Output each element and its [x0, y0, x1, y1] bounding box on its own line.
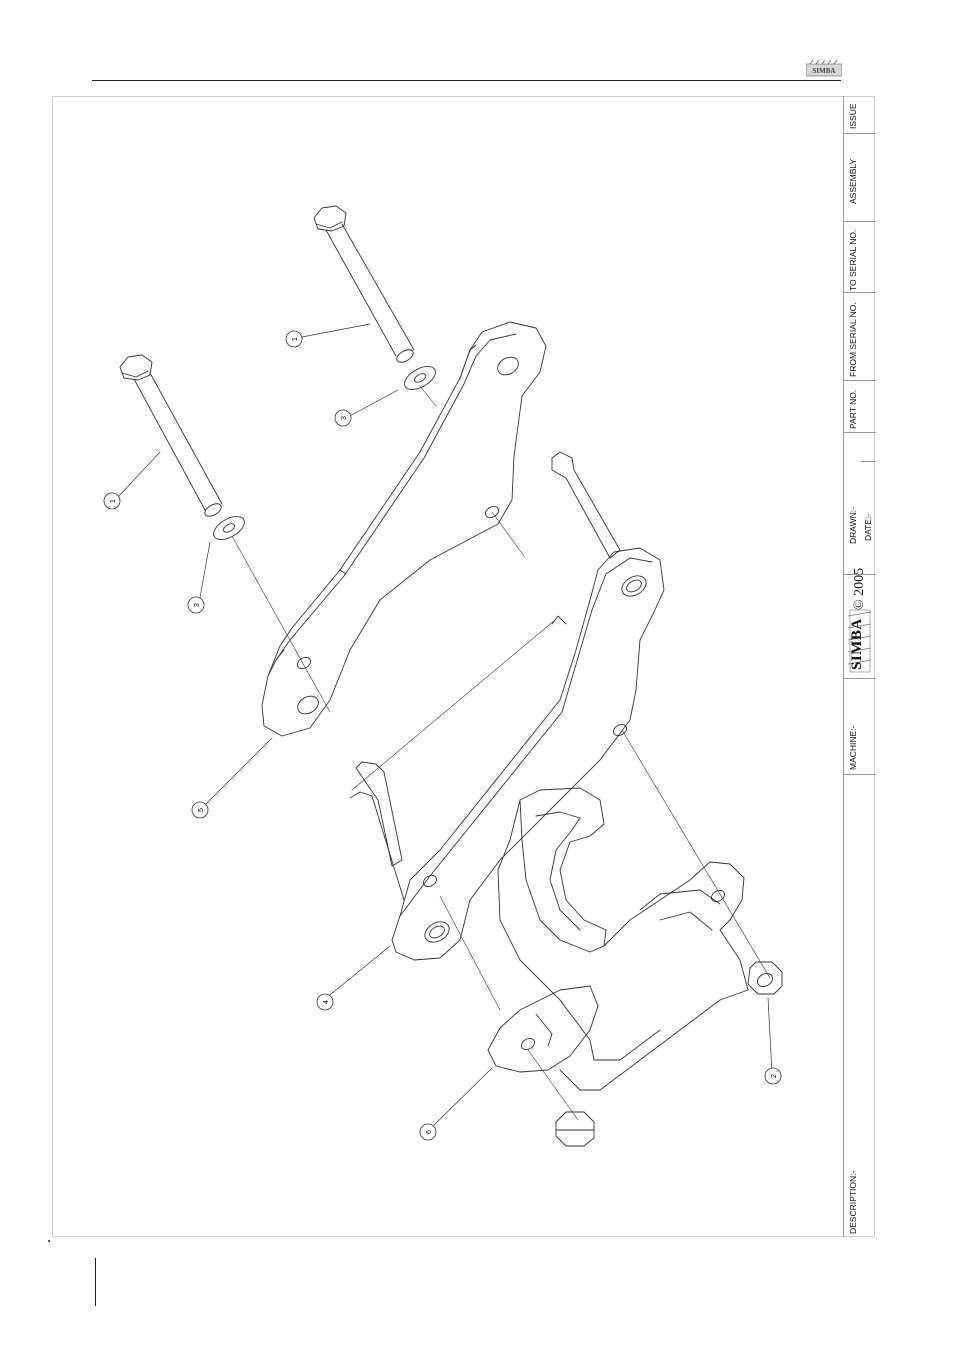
balloon-4: 4 [317, 994, 333, 1010]
title-divider [844, 133, 876, 134]
date-label: DATE:- [863, 514, 873, 541]
simba-logo-icon: SIMBA [806, 60, 842, 78]
part-no-label: PART NO. [848, 390, 858, 429]
drawn-date-divider [860, 461, 876, 462]
svg-text:2: 2 [771, 1074, 778, 1078]
brand-text: SIMBA [849, 618, 866, 670]
from-serial-label: FROM SERIAL NO. [848, 302, 858, 377]
title-divider [844, 292, 876, 293]
title-block: ISSUE ASSEMBLY TO SERIAL NO. FROM SERIAL… [843, 96, 875, 1237]
title-divider [844, 774, 876, 775]
title-divider [844, 221, 876, 222]
balloon-1: 1 [104, 493, 120, 509]
balloon-6: 6 [420, 1124, 436, 1140]
title-divider [844, 380, 876, 381]
drawn-label: DRAWN:- [848, 507, 858, 544]
title-divider [844, 678, 876, 679]
assembly-label: ASSEMBLY [848, 159, 858, 204]
svg-text:4: 4 [323, 1000, 330, 1004]
balloon-3: 3 [188, 597, 204, 613]
balloon-5: 5 [192, 802, 208, 818]
balloon-3: 3 [335, 410, 351, 426]
svg-text:3: 3 [341, 416, 348, 420]
footer-rule [95, 1258, 96, 1306]
copyright-text: © 2005 [852, 568, 868, 610]
svg-text:1: 1 [110, 499, 117, 503]
machine-label: MACHINE:- [848, 726, 858, 770]
page-mark [48, 1240, 50, 1242]
header-rule [92, 80, 841, 81]
to-serial-label: TO SERIAL NO. [848, 230, 858, 291]
balloon-1: 1 [286, 331, 302, 347]
svg-text:6: 6 [426, 1130, 433, 1134]
issue-label: ISSUE [848, 103, 858, 129]
logo-text: SIMBA [813, 67, 836, 75]
svg-text:3: 3 [194, 603, 201, 607]
svg-text:5: 5 [198, 808, 205, 812]
svg-text:1: 1 [292, 337, 299, 341]
balloon-layer: 1 1 3 3 5 4 6 2 [53, 97, 843, 1236]
title-divider [844, 432, 876, 433]
description-label: DESCRIPTION:- [848, 1171, 858, 1234]
balloon-2: 2 [765, 1068, 781, 1084]
